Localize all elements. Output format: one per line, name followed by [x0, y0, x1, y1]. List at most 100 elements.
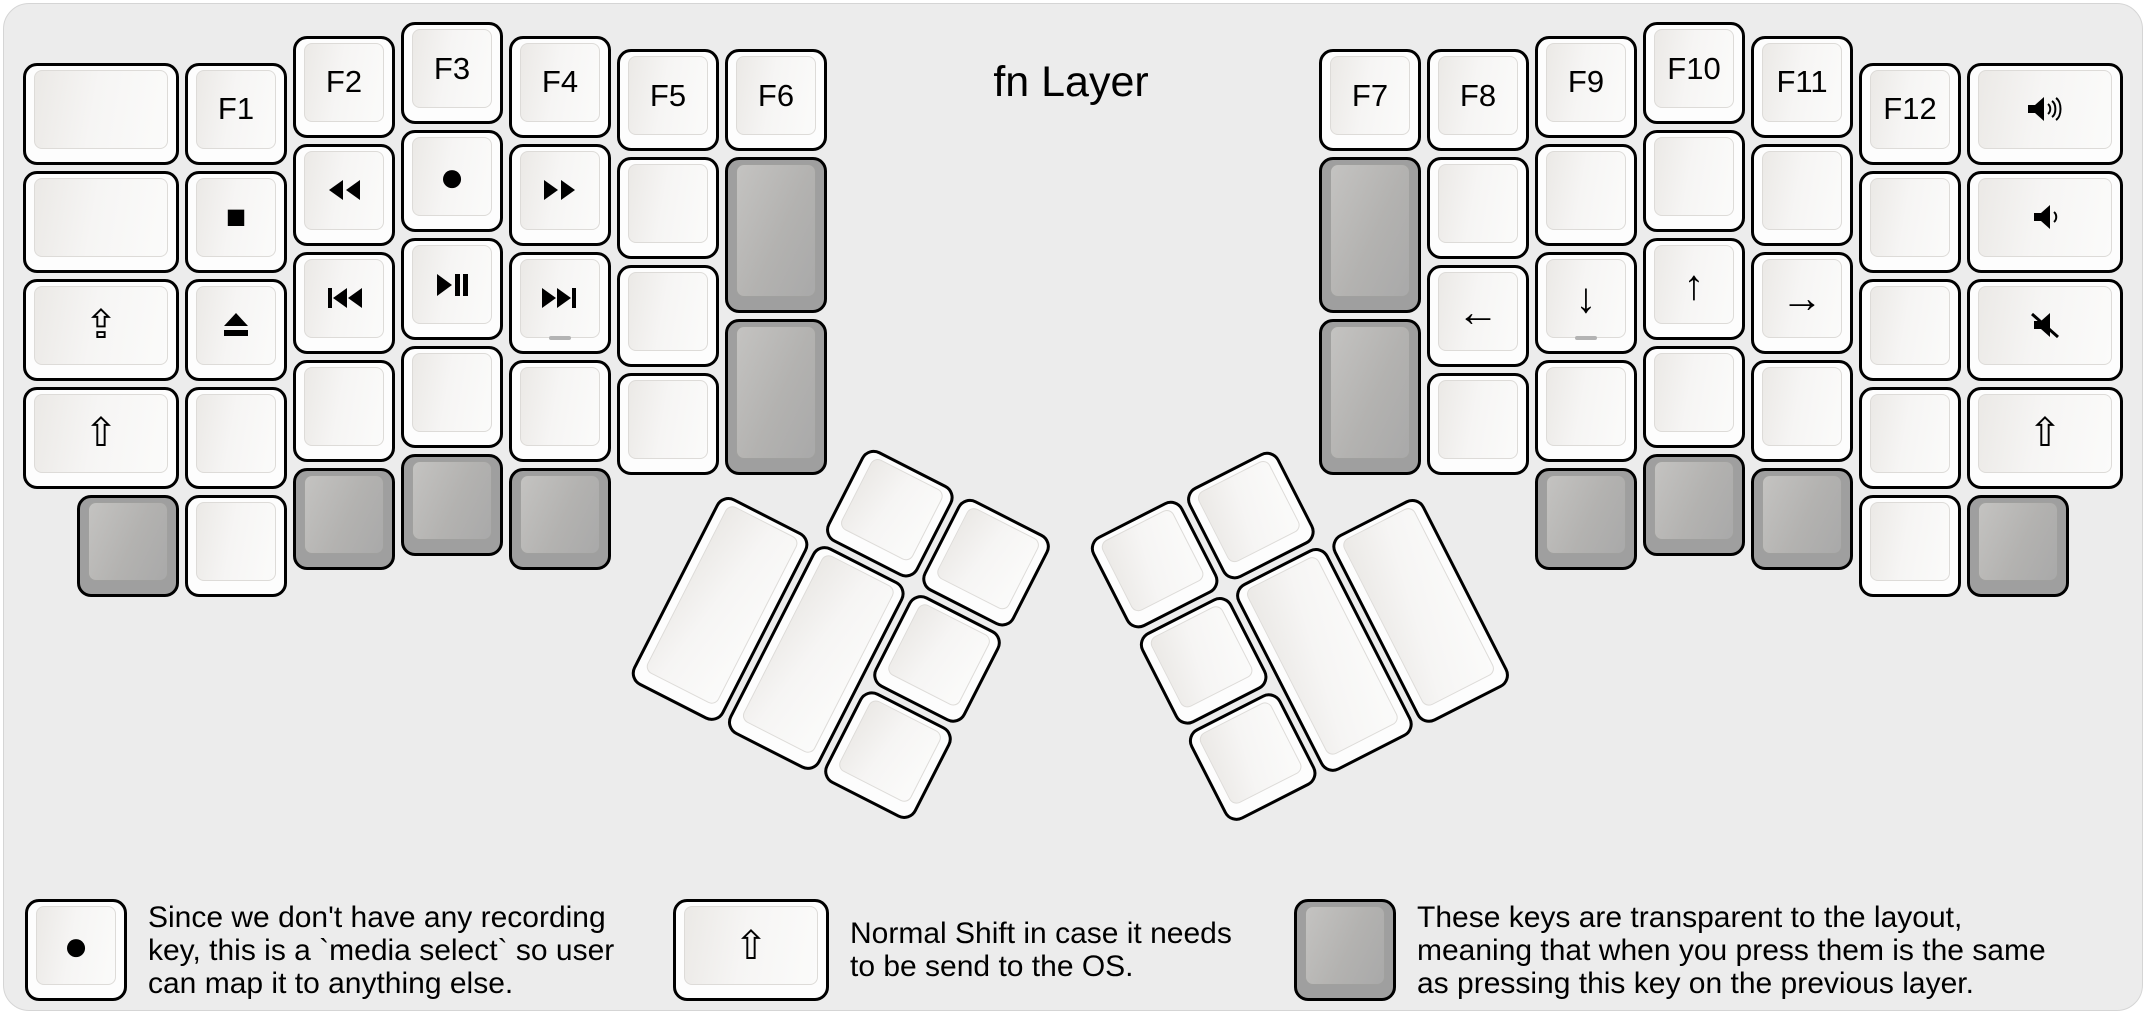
key-shift[interactable]: ⇧ [23, 386, 179, 489]
key-transparent[interactable] [725, 319, 827, 475]
key-f10[interactable]: F10 [1643, 22, 1745, 124]
key-blank[interactable] [1427, 373, 1529, 475]
legend-text-line: meaning that when you press them is the … [1417, 933, 2046, 967]
keycap-surface [885, 601, 993, 709]
key-play-pause[interactable] [401, 238, 503, 340]
key-f4[interactable]: F4 [509, 35, 611, 138]
key-f6[interactable]: F6 [725, 49, 827, 151]
keycap-surface [1654, 461, 1734, 540]
key-f1[interactable]: F1 [185, 62, 287, 165]
keycap-surface [1978, 501, 2058, 581]
key-blank[interactable] [401, 346, 503, 448]
ffwd-icon [542, 178, 578, 202]
next-icon [541, 286, 579, 310]
key-blank[interactable] [617, 157, 719, 259]
legend-text-line: key, this is a `media select` so user [148, 933, 615, 967]
key-f8[interactable]: F8 [1427, 49, 1529, 151]
key-transparent[interactable] [725, 157, 827, 313]
keycap-surface [1197, 699, 1305, 807]
key-f5[interactable]: F5 [617, 49, 719, 151]
key-fast-forward[interactable] [509, 143, 611, 246]
key-arrow-down[interactable]: ↓ [1535, 251, 1637, 354]
keycap-surface: ● [36, 906, 116, 985]
key-next-track[interactable] [509, 251, 611, 354]
keycap-surface [1654, 353, 1734, 432]
key-transparent[interactable] [1751, 467, 1853, 570]
key-blank[interactable] [1751, 359, 1853, 462]
key-transparent[interactable] [1643, 454, 1745, 556]
key-transparent[interactable] [401, 454, 503, 556]
keycap-surface [1870, 285, 1950, 365]
keycap-surface: F3 [412, 29, 492, 108]
key-transparent[interactable] [77, 494, 179, 597]
key-stop[interactable]: ■ [185, 170, 287, 273]
legend-normal-shift-text: Normal Shift in case it needs to be send… [850, 917, 1232, 983]
legend-key-media-select-cap[interactable]: ● [25, 899, 127, 1001]
key-blank[interactable] [1535, 359, 1637, 462]
key-label: F1 [217, 91, 255, 126]
legend-key-shift-cap[interactable]: ⇧ [673, 899, 829, 1001]
key-blank[interactable] [1643, 130, 1745, 232]
legend-transparent-keys: These keys are transparent to the layout… [1291, 896, 2046, 1004]
key-f11[interactable]: F11 [1751, 35, 1853, 138]
key-volume-down[interactable] [1967, 170, 2123, 273]
key-blank[interactable] [509, 359, 611, 462]
legend-key-transparent-cap[interactable] [1294, 899, 1396, 1001]
shift-icon: ⇧ [734, 923, 768, 968]
key-blank[interactable] [23, 62, 179, 165]
key-label: F7 [1351, 77, 1389, 113]
keycap-surface: F9 [1546, 42, 1626, 122]
key-blank[interactable] [1751, 143, 1853, 246]
key-mute[interactable] [1967, 278, 2123, 381]
keycap-surface [1438, 164, 1518, 243]
key-f9[interactable]: F9 [1535, 35, 1637, 138]
shift-icon: ⇧ [2028, 411, 2062, 455]
key-rewind[interactable] [293, 143, 395, 246]
keycap-surface: F7 [1330, 56, 1410, 135]
key-blank[interactable] [185, 386, 287, 489]
key-shift[interactable]: ⇧ [1967, 386, 2123, 489]
key-blank[interactable] [1535, 143, 1637, 246]
key-blank[interactable] [1859, 278, 1961, 381]
key-transparent[interactable] [1535, 467, 1637, 570]
key-eject[interactable] [185, 278, 287, 381]
mute-icon [2027, 310, 2063, 340]
key-blank[interactable] [1859, 494, 1961, 597]
key-f3[interactable]: F3 [401, 22, 503, 124]
key-transparent[interactable] [1967, 494, 2069, 597]
key-transparent[interactable] [1319, 157, 1421, 313]
legend-text-line: to be send to the OS. [850, 950, 1134, 983]
key-prev-track[interactable] [293, 251, 395, 354]
key-arrow-left[interactable]: ← [1427, 265, 1529, 367]
key-blank[interactable] [1643, 346, 1745, 448]
keycap-surface [520, 258, 600, 338]
key-arrow-up[interactable]: ↑ [1643, 238, 1745, 340]
keycap-surface: F4 [520, 42, 600, 122]
key-f12[interactable]: F12 [1859, 62, 1961, 165]
key-blank[interactable] [1859, 170, 1961, 273]
key-f2[interactable]: F2 [293, 35, 395, 138]
keycap-surface: ● [412, 137, 492, 216]
keycap-surface [412, 245, 492, 324]
key-f7[interactable]: F7 [1319, 49, 1421, 151]
keycap-surface [1762, 474, 1842, 554]
key-caps-lock[interactable]: ⇪ [23, 278, 179, 381]
key-label: F5 [649, 77, 687, 113]
legend-text-line: can map it to anything else. [148, 966, 514, 1000]
key-transparent[interactable] [293, 467, 395, 570]
key-blank[interactable] [1427, 157, 1529, 259]
key-transparent[interactable] [1319, 319, 1421, 475]
key-blank[interactable] [617, 373, 719, 475]
key-blank[interactable] [617, 265, 719, 367]
key-arrow-right[interactable]: → [1751, 251, 1853, 354]
key-blank[interactable] [293, 359, 395, 462]
key-blank[interactable] [1859, 386, 1961, 489]
key-blank[interactable] [23, 170, 179, 273]
legend-media-select: ● Since we don't have any recording key,… [22, 896, 614, 1004]
key-volume-up[interactable] [1967, 62, 2123, 165]
key-transparent[interactable] [509, 467, 611, 570]
homing-bar [549, 335, 571, 340]
key-record[interactable]: ● [401, 130, 503, 232]
prev-icon [325, 286, 363, 310]
key-blank[interactable] [185, 494, 287, 597]
